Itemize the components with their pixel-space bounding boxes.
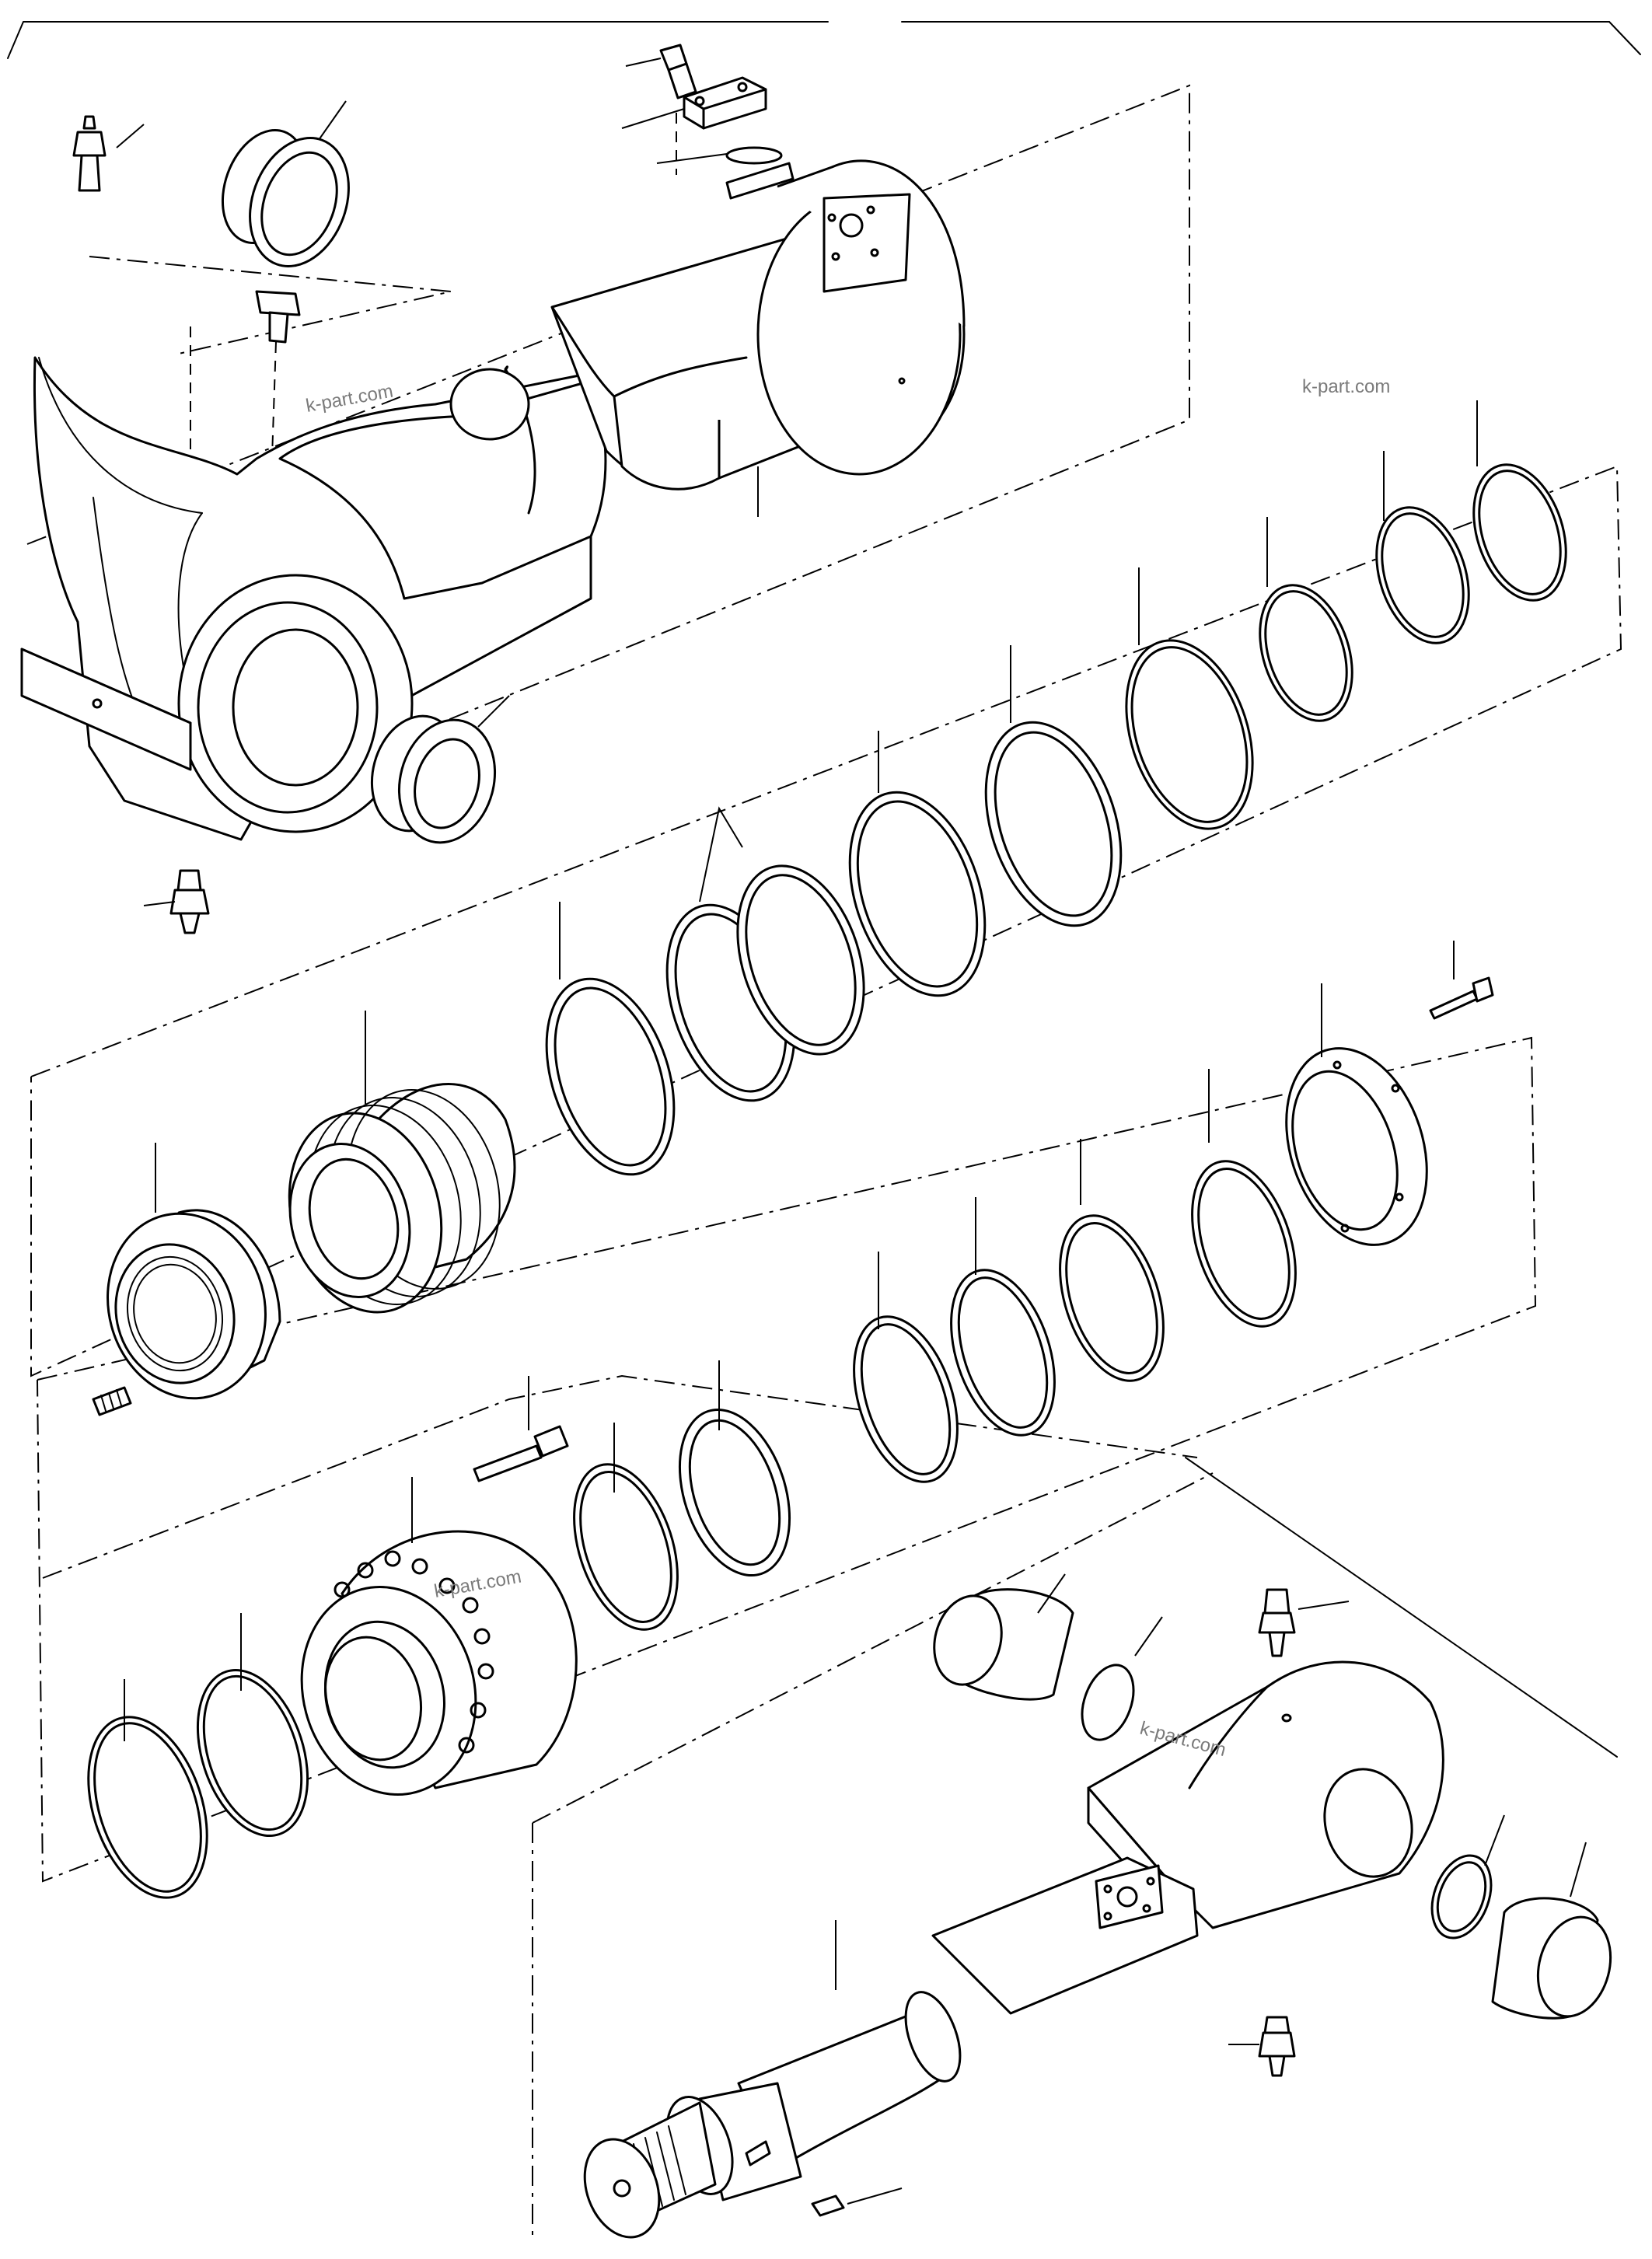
hex-bolt-top [625, 44, 697, 100]
socket-cap-screw-left [473, 1376, 569, 1482]
set-screw [92, 1386, 132, 1416]
cylinder-head [300, 1477, 578, 1796]
piston-nut [107, 1143, 281, 1400]
watermark-2: k-part.com [1302, 376, 1390, 397]
clamp-block [621, 76, 783, 165]
grease-nipple-rod-top [1258, 1588, 1350, 1657]
pin-bushing-lower [1430, 1814, 1612, 2020]
cylinder-tube-head [550, 159, 966, 517]
seal-ring-group-left [87, 1613, 309, 1899]
pin-bushing-upper [933, 1573, 1163, 1741]
grease-nipple-top [72, 115, 145, 192]
piston [288, 1011, 516, 1314]
frame-lines [7, 21, 1641, 59]
grease-nipple-bottom [143, 869, 210, 934]
rod-eye [1087, 1660, 1444, 1937]
bushing-top [221, 100, 350, 267]
seal-ring-group-piston [545, 400, 1567, 1176]
wiper-bushing [370, 695, 510, 844]
flange-ring-right [1285, 983, 1428, 1246]
socket-cap-screw-right [1429, 941, 1494, 1020]
seal-ring-group-head [573, 1069, 1297, 1631]
hex-bolt-left [255, 290, 301, 344]
cylinder-tube [20, 356, 607, 841]
grease-nipple-rod-bottom [1228, 2016, 1296, 2077]
key [811, 2187, 903, 2217]
piston-rod [583, 1856, 1199, 2239]
